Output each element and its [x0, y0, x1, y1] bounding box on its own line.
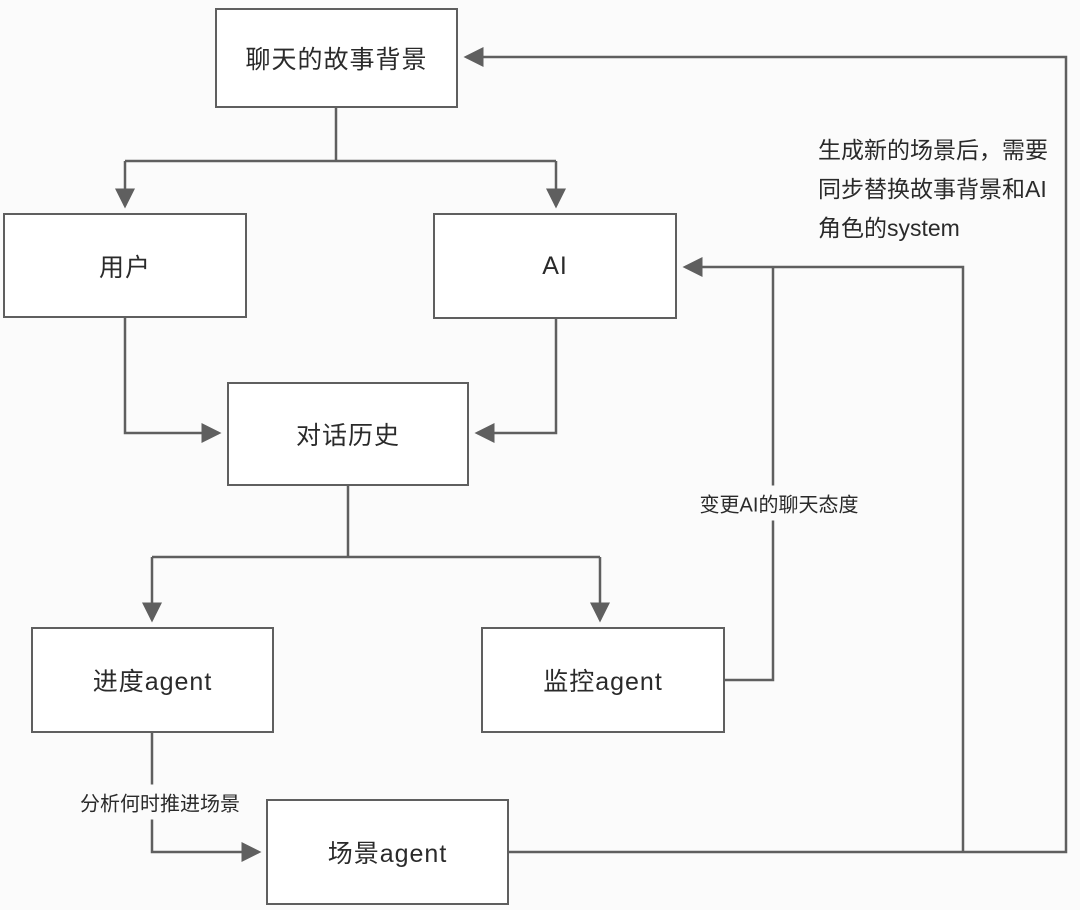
node-user-label: 用户 [98, 253, 151, 282]
edge-user-to-history [123, 318, 222, 443]
node-scene-agent: 场景agent [266, 799, 509, 905]
annotation-new-scene-note: 生成新的场景后，需要 同步替换故事背景和AI 角色的system [818, 131, 1048, 248]
node-monitor-agent-label: 监控agent [543, 668, 663, 696]
annotation-line-2: 同步替换故事背景和AI [818, 176, 1047, 202]
edge-scene-to-ai [682, 257, 965, 852]
node-ai-label: AI [542, 251, 568, 280]
edge-label-change-ai-attitude: 变更AI的聊天态度 [694, 485, 864, 521]
edge-label-analyze-when-advance-scene: 分析何时推进场景 [75, 784, 245, 820]
node-conversation-history-label: 对话历史 [295, 422, 400, 450]
node-progress-agent: 进度agent [31, 627, 274, 733]
node-progress-agent-label: 进度agent [92, 668, 213, 696]
node-conversation-history: 对话历史 [227, 382, 469, 486]
edge-progress-to-scene [150, 733, 262, 862]
node-ai: AI [433, 213, 677, 319]
annotation-line-3: 角色的system [818, 215, 960, 241]
edge-scene-to-story [463, 47, 1068, 854]
edge-ai-to-history [474, 319, 558, 443]
edge-monitor-to-ai [725, 267, 775, 682]
node-story-background: 聊天的故事背景 [215, 8, 458, 108]
node-monitor-agent: 监控agent [481, 627, 725, 733]
node-user: 用户 [3, 213, 247, 318]
node-story-background-label: 聊天的故事背景 [245, 46, 428, 74]
annotation-line-1: 生成新的场景后，需要 [818, 137, 1048, 163]
node-scene-agent-label: 场景agent [327, 840, 448, 868]
